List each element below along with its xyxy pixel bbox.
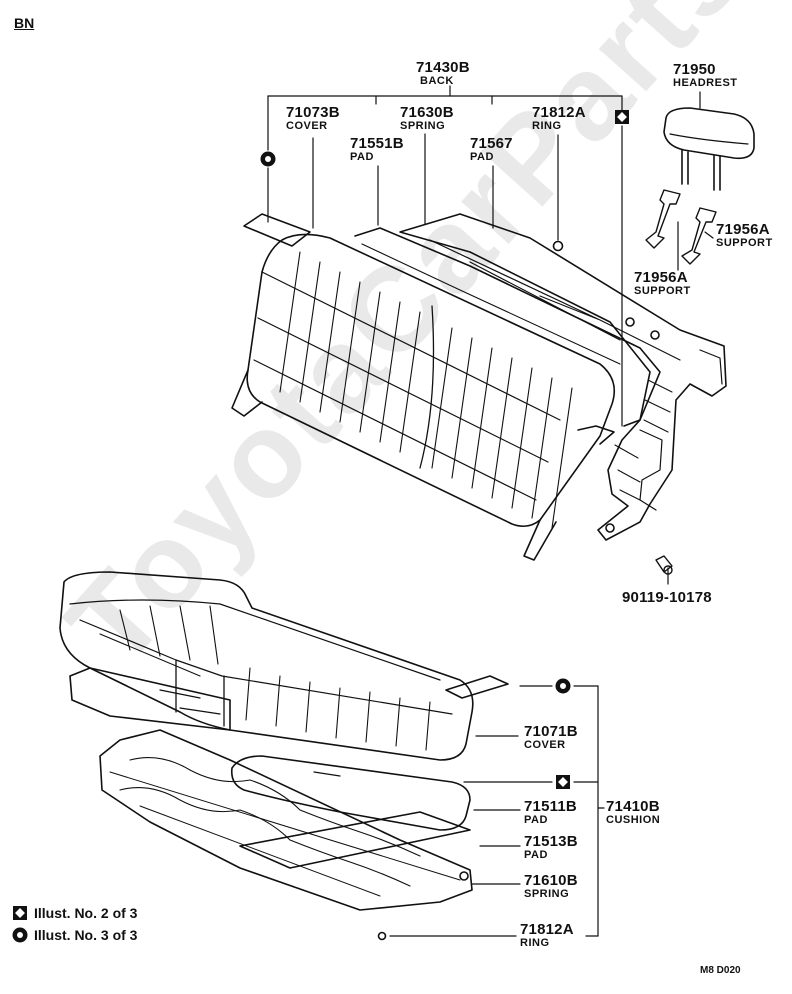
diamond-square-icon <box>556 775 570 789</box>
part-number-support-1: 71956A <box>716 221 770 238</box>
part-number-cover-cushion: 71071B <box>524 723 578 740</box>
diamond-square-icon <box>13 906 27 920</box>
part-name-pad-cushion-2: PAD <box>524 849 548 861</box>
part-name-spring-back: SPRING <box>400 120 446 132</box>
part-number-spring-cushion: 71610B <box>524 872 578 889</box>
back-leader-lines <box>267 85 714 585</box>
part-number-ring-cushion: 71812A <box>520 921 574 938</box>
seat-cushion-assembly <box>59 571 509 941</box>
bolt-90119-10178 <box>655 555 673 575</box>
diamond-square-icon <box>615 110 629 124</box>
part-name-back: BACK <box>420 75 454 87</box>
part-number-cushion: 71410B <box>606 798 660 815</box>
legend-item-illust-3: Illust. No. 3 of 3 <box>34 927 138 943</box>
part-name-pad-cushion-1: PAD <box>524 814 548 826</box>
drawing-code: M8 D020 <box>700 965 741 976</box>
ring-circle-icon <box>555 678 571 694</box>
part-number-ring-back: 71812A <box>532 104 586 121</box>
legend-item-illust-2: Illust. No. 2 of 3 <box>34 905 138 921</box>
part-name-support-2: SUPPORT <box>634 285 691 297</box>
part-name-pad-back-2: PAD <box>470 151 494 163</box>
part-name-support-1: SUPPORT <box>716 237 773 249</box>
part-name-cover-back: COVER <box>286 120 328 132</box>
part-number-headrest: 71950 <box>673 61 716 78</box>
part-number-pad-cushion-1: 71511B <box>524 798 577 815</box>
part-name-pad-back-1: PAD <box>350 151 374 163</box>
seat-back-assembly <box>231 213 727 561</box>
cushion-leader-lines <box>389 685 605 937</box>
part-number-spring-back: 71630B <box>400 104 454 121</box>
part-number-pad-cushion-2: 71513B <box>524 833 578 850</box>
part-name-ring-cushion: RING <box>520 937 550 949</box>
part-name-cover-cushion: COVER <box>524 739 566 751</box>
ring-circle-icon <box>260 151 276 167</box>
part-number-bolt: 90119-10178 <box>622 589 712 606</box>
corner-code: BN <box>14 15 35 31</box>
headrest <box>663 107 755 191</box>
part-number-support-2: 71956A <box>634 269 688 286</box>
part-number-cover-back: 71073B <box>286 104 340 121</box>
part-name-spring-cushion: SPRING <box>524 888 570 900</box>
part-number-pad-back-2: 71567 <box>470 135 513 152</box>
part-number-back: 71430B <box>416 59 470 76</box>
part-name-ring-back: RING <box>532 120 562 132</box>
part-number-pad-back-1: 71551B <box>350 135 404 152</box>
ring-circle-icon <box>12 927 28 943</box>
part-name-headrest: HEADREST <box>673 77 738 89</box>
headrest-supports <box>645 189 717 265</box>
part-name-cushion: CUSHION <box>606 814 661 826</box>
